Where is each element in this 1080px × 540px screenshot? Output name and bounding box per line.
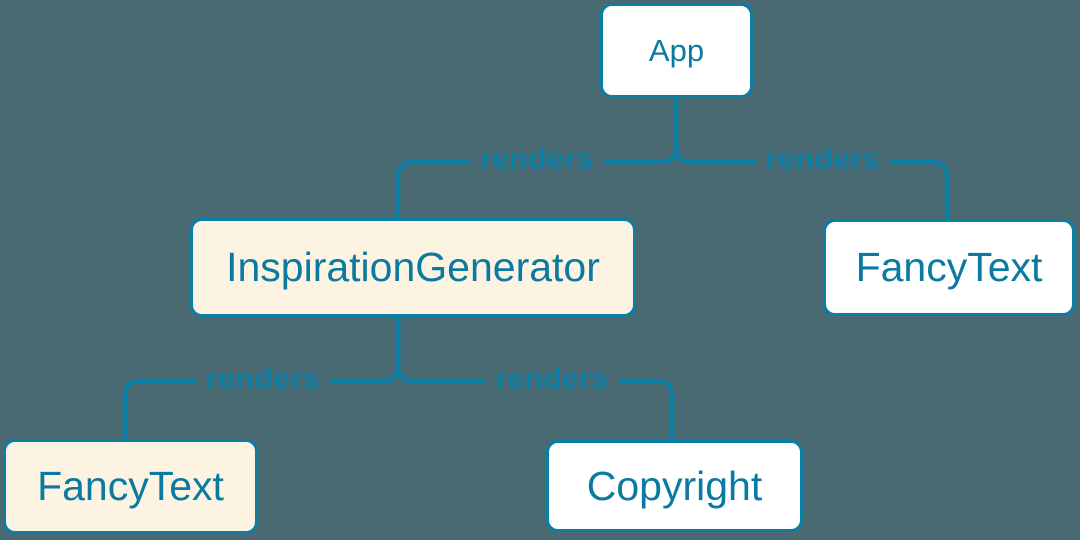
node-inspiration-generator: InspirationGenerator <box>190 218 636 317</box>
edge-label-renders-inspirationgenerator-copyright: renders <box>485 362 619 397</box>
edge-label-renders-inspirationgenerator-fancytext: renders <box>196 362 330 397</box>
node-copyright: Copyright <box>546 440 803 532</box>
node-fancy-text-bottom-left: FancyText <box>3 439 258 534</box>
edge-label-renders-app-inspirationgenerator: renders <box>470 142 604 177</box>
node-app: App <box>600 3 753 98</box>
edge-label-renders-app-fancytext: renders <box>756 142 890 177</box>
node-fancy-text-top-right: FancyText <box>823 219 1075 316</box>
